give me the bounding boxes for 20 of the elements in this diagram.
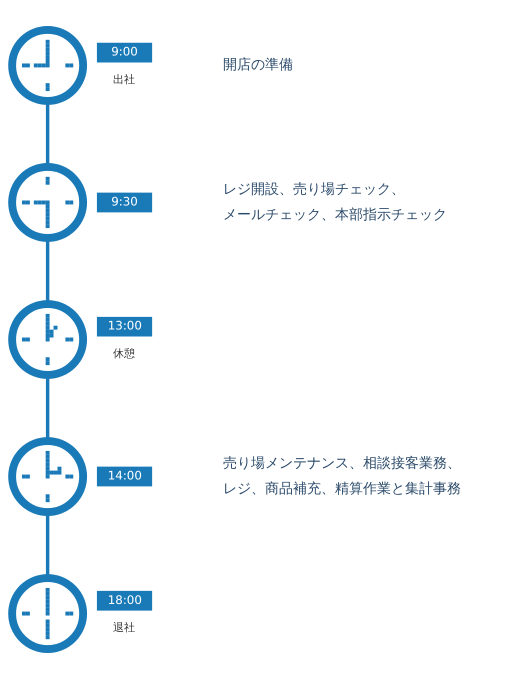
- node-label: 休憩: [113, 346, 136, 360]
- node-box: 13:00: [96, 316, 152, 336]
- node-box: 18:00: [96, 590, 152, 610]
- node-picture: [8, 574, 88, 652]
- connector: [46, 100, 50, 166]
- node-picture: [8, 436, 88, 516]
- node-picture: [8, 26, 88, 104]
- connector: [46, 238, 50, 304]
- label: 売り場メンテナンス、相談接客業務、レジ、商品補充、精算作業と集計事務: [223, 454, 462, 496]
- label: レジ開設、売り場チェック、メールチェック、本部指示チェック: [223, 180, 448, 222]
- connector: [46, 374, 50, 440]
- label: 開店の準備: [223, 56, 294, 73]
- node-box: 14:00: [96, 466, 152, 486]
- node-label: 退社: [113, 620, 136, 634]
- node-label: 出社: [113, 72, 136, 86]
- node-box: 9:00: [96, 42, 152, 62]
- connector: [46, 512, 50, 578]
- node-box: 9:30: [96, 192, 152, 212]
- node-picture: [8, 162, 88, 242]
- node-picture: [8, 300, 88, 378]
